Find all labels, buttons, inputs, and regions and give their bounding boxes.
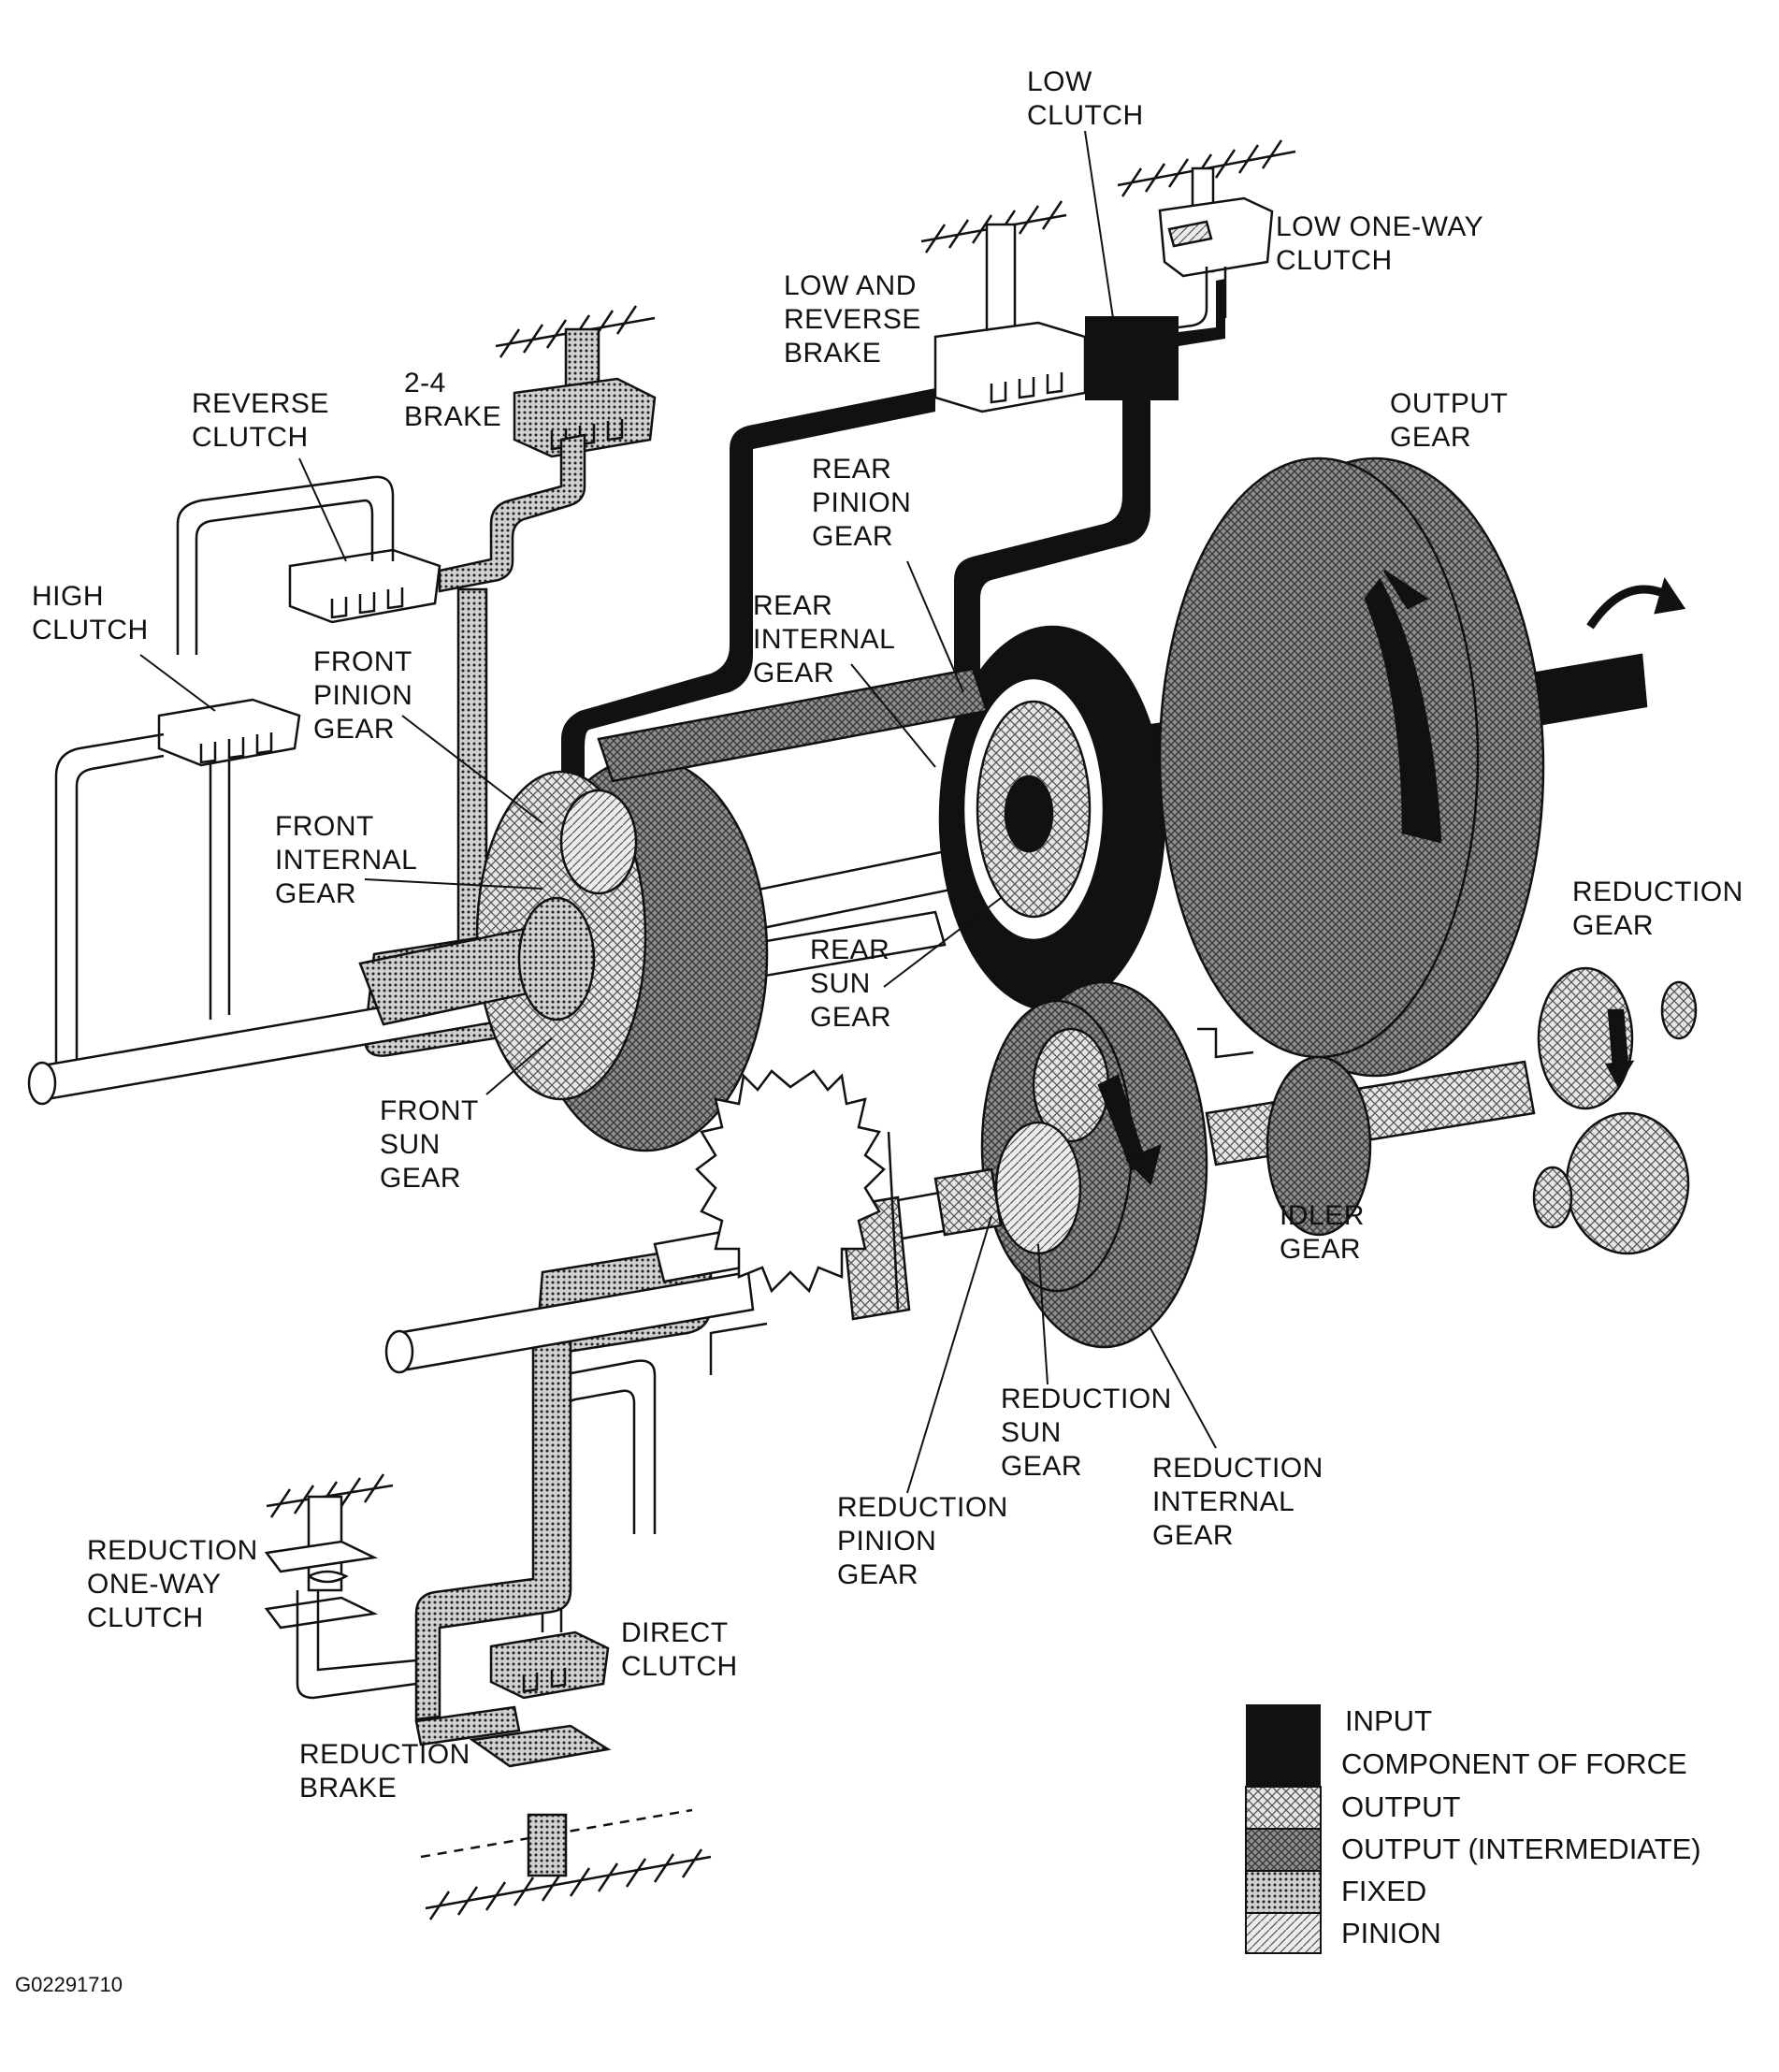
label-front-sun-gear: FRONT SUN GEAR (380, 1095, 479, 1194)
label-rear-sun-gear: REAR SUN GEAR (810, 935, 892, 1033)
label-reduction-sun-gear: REDUCTION SUN GEAR (1001, 1384, 1172, 1482)
label-2-4-brake: 2-4 BRAKE (404, 368, 502, 432)
label-output-gear: OUTPUT GEAR (1390, 388, 1509, 453)
legend-swatch-output-intermediate (1245, 1828, 1322, 1872)
label-reduction-gear: REDUCTION GEAR (1572, 877, 1743, 941)
label-low-and-reverse-brake: LOW AND REVERSE BRAKE (784, 270, 921, 369)
label-idler-gear: IDLER GEAR (1280, 1200, 1365, 1265)
figure-id: G02291710 (15, 1973, 123, 1996)
label-reduction-pinion-gear: REDUCTION PINION GEAR (837, 1492, 1008, 1590)
legend-label-input: INPUT (1345, 1704, 1432, 1737)
label-low-one-way-clutch: LOW ONE-WAY CLUTCH (1276, 211, 1484, 276)
label-reduction-internal-gear: REDUCTION INTERNAL GEAR (1152, 1453, 1323, 1551)
legend-swatches (1245, 1704, 1322, 1954)
input-drum-path (561, 279, 1225, 804)
label-rear-internal-gear: REAR INTERNAL GEAR (753, 590, 896, 688)
legend-label-component-of-force: COMPONENT OF FORCE (1341, 1747, 1687, 1780)
front-planetary-set (358, 756, 769, 1152)
spur-gear (695, 1069, 900, 1311)
legend-swatch-fixed (1245, 1870, 1322, 1914)
reduction-gear-train (1197, 966, 1698, 1255)
legend: INPUT COMPONENT OF FORCE OUTPUT OUTPUT (… (1244, 1703, 1730, 1955)
label-front-pinion-gear: FRONT PINION GEAR (313, 646, 413, 745)
label-direct-clutch: DIRECT CLUTCH (621, 1617, 738, 1682)
label-rear-pinion-gear: REAR PINION GEAR (812, 454, 912, 552)
legend-label-pinion: PINION (1341, 1917, 1441, 1949)
label-reduction-one-way-clutch: REDUCTION ONE-WAY CLUTCH (87, 1535, 258, 1633)
legend-swatch-output (1245, 1786, 1322, 1830)
label-high-clutch: HIGH CLUTCH (32, 581, 149, 645)
label-low-clutch: LOW CLUTCH (1027, 66, 1144, 131)
output-gear (1158, 456, 1686, 1078)
legend-label-output-intermediate: OUTPUT (INTERMEDIATE) (1341, 1833, 1701, 1865)
label-front-internal-gear: FRONT INTERNAL GEAR (275, 811, 418, 909)
label-reverse-clutch: REVERSE CLUTCH (192, 388, 329, 453)
friction-elements (157, 196, 1274, 1768)
legend-swatch-pinion (1245, 1912, 1322, 1954)
reduction-set (840, 980, 1208, 1349)
legend-label-fixed: FIXED (1341, 1875, 1427, 1907)
label-reduction-brake: REDUCTION BRAKE (299, 1739, 470, 1804)
legend-label-output: OUTPUT (1341, 1790, 1461, 1823)
legend-swatch-input (1246, 1704, 1321, 1787)
